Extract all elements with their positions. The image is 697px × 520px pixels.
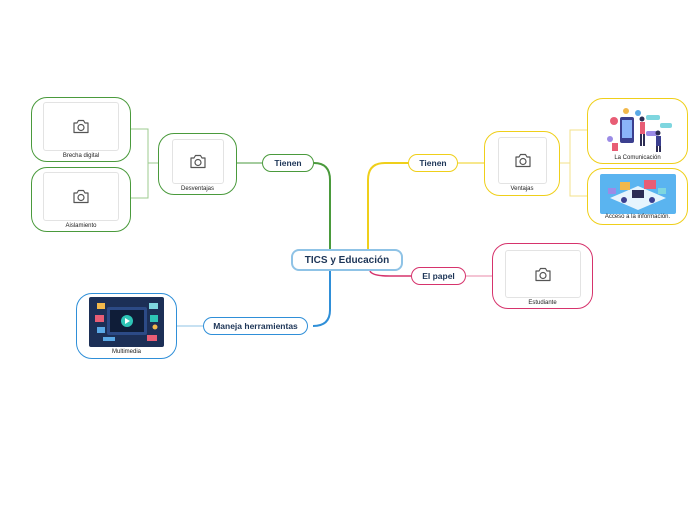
isometric-tech-illustration — [600, 174, 676, 214]
image-placeholder — [498, 137, 547, 184]
camera-icon — [535, 267, 551, 281]
node-caption: Ventajas — [510, 186, 534, 192]
card-aislamiento[interactable]: Aislamiento — [31, 167, 131, 232]
card-brecha-digital[interactable]: Brecha digital — [31, 97, 131, 162]
node-caption: Estudiante — [528, 300, 557, 306]
topic-tienen-right[interactable]: Tienen — [408, 154, 458, 172]
topic-tienen-left[interactable]: Tienen — [262, 154, 314, 172]
card-estudiante[interactable]: Estudiante — [492, 243, 593, 309]
people-phone-illustration — [600, 105, 676, 153]
camera-icon — [514, 153, 531, 168]
image-placeholder — [172, 139, 224, 184]
camera-icon — [190, 154, 206, 169]
node-caption: Acceso a la información. — [604, 214, 671, 220]
node-caption: Desventajas — [180, 186, 215, 192]
topic-label: El papel — [422, 271, 455, 281]
node-caption: La Comunicación — [614, 155, 661, 161]
card-ventajas[interactable]: Ventajas — [484, 131, 560, 196]
image-placeholder — [43, 172, 119, 221]
camera-icon — [73, 119, 89, 134]
card-acceso-informacion[interactable]: Acceso a la información. — [587, 168, 688, 225]
card-desventajas[interactable]: Desventajas — [158, 133, 237, 195]
node-caption: Multimedia — [111, 349, 141, 355]
topic-label: Tienen — [419, 158, 447, 168]
topic-label: Maneja herramientas — [213, 321, 298, 331]
card-la-comunicacion[interactable]: La Comunicación — [587, 98, 688, 164]
image-placeholder — [43, 102, 119, 151]
topic-maneja-herramientas[interactable]: Maneja herramientas — [203, 317, 308, 335]
multimedia-screen-illustration — [89, 297, 164, 347]
central-topic-label: TICS y Educación — [304, 254, 390, 266]
camera-icon — [73, 189, 89, 204]
topic-el-papel[interactable]: El papel — [411, 267, 466, 285]
central-topic[interactable]: TICS y Educación — [291, 249, 403, 271]
node-caption: Aislamiento — [65, 223, 97, 229]
topic-label: Tienen — [274, 158, 302, 168]
image-placeholder — [505, 250, 581, 298]
card-multimedia[interactable]: Multimedia — [76, 293, 177, 359]
node-caption: Brecha digital — [62, 153, 100, 159]
